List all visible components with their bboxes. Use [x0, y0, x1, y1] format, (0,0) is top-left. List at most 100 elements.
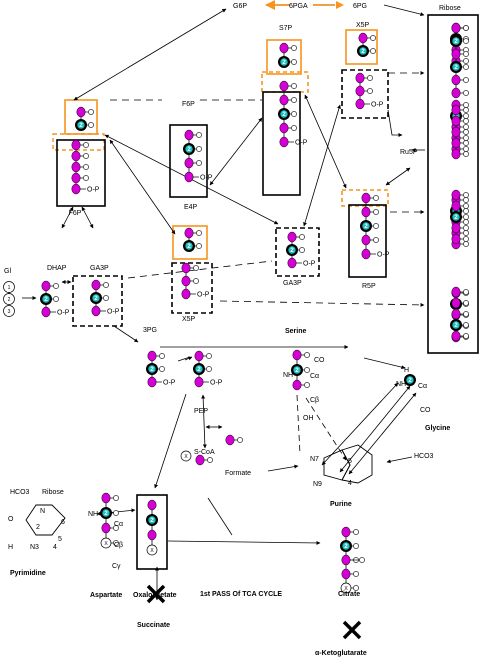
- label-pyrimidine: Pyrimidine: [10, 570, 46, 577]
- atom-number: 1: [8, 285, 11, 291]
- label-o: O: [8, 516, 14, 523]
- phosphate-label: O-P: [210, 379, 223, 386]
- x5p-top-box: [341, 69, 389, 119]
- r5p-cleave-highlight: [341, 189, 389, 207]
- hydroxyl-atom: [53, 283, 59, 289]
- label-n: N: [40, 508, 45, 515]
- carbon-atom-core: [452, 63, 460, 71]
- label-ribose_pyr: Ribose: [42, 489, 64, 496]
- hydroxyl-atom: [463, 38, 469, 44]
- hydroxyl-atom: [463, 113, 469, 119]
- arrow-purine-glycine-3: [348, 392, 417, 475]
- label-e4p: E4P: [184, 204, 198, 211]
- hydroxyl-atom: [113, 495, 119, 501]
- arrow-oaa-citrate: [167, 540, 321, 545]
- hydroxyl-atom: [196, 160, 202, 166]
- carbon-atom: [279, 122, 289, 134]
- hydroxyl-atom: [304, 382, 310, 388]
- carbon-atom-core: [280, 110, 288, 118]
- label-oh: OH: [303, 415, 314, 422]
- hydroxyl-atom: [193, 278, 199, 284]
- hydroxyl-atom: [353, 543, 359, 549]
- atom-x: X: [344, 586, 348, 592]
- carbon-atom: [355, 85, 365, 97]
- carbon-atom: [361, 234, 371, 246]
- arrow-x5p-ru5p: [387, 109, 403, 137]
- carbon-atom: [361, 192, 371, 204]
- label-num5: 5: [348, 458, 352, 465]
- hydroxyl-atom: [207, 457, 213, 463]
- atom-x: X: [104, 541, 108, 547]
- arrow-formate: [267, 464, 299, 472]
- carbon-number: 2: [187, 244, 191, 250]
- carbon-number: 2: [454, 323, 458, 329]
- label-pg3: 3PG: [143, 327, 157, 334]
- hydroxyl-atom: [367, 88, 373, 94]
- label-pep: PEP: [194, 408, 208, 415]
- carbon-atom: [451, 222, 461, 234]
- hydroxyl-atom: [193, 265, 199, 271]
- carbon-atom: [279, 94, 289, 106]
- hydroxyl-atom: [196, 146, 202, 152]
- label-num5: 5: [58, 536, 62, 543]
- carbon-atom: [451, 74, 461, 86]
- label-ru5p: Ru5P: [400, 149, 418, 156]
- label-ga3p_right: GA3P: [283, 280, 302, 287]
- hydroxyl-atom: [196, 132, 202, 138]
- hydroxyl-atom: [463, 135, 469, 141]
- hydroxyl-atom: [196, 230, 202, 236]
- hydroxyl-atom: [463, 51, 469, 57]
- x-atom: [340, 582, 352, 594]
- open-atom: [3, 305, 15, 317]
- label-glycine: Glycine: [425, 425, 450, 432]
- hydroxyl-atom: [103, 295, 109, 301]
- hydroxyl-atom: [373, 209, 379, 215]
- label-tca: 1st PASS Of TCA CYCLE: [200, 591, 282, 598]
- hydroxyl-atom: [373, 223, 379, 229]
- hydroxyl-atom: [103, 282, 109, 288]
- arrow-x5p-ga3p: [303, 104, 341, 227]
- carbon-atom: [341, 568, 351, 580]
- x-atom: [100, 537, 112, 549]
- carbon-atom: [91, 305, 101, 317]
- carbon-atom: [194, 376, 204, 388]
- s7p-top-highlight: [266, 39, 302, 75]
- hydroxyl-atom: [463, 151, 469, 157]
- carbon-number: 2: [295, 368, 299, 374]
- dash-serine-purine: [296, 394, 301, 455]
- carbon-number: 2: [290, 248, 294, 254]
- carbon-atom: [451, 22, 461, 34]
- hydroxyl-atom: [88, 122, 94, 128]
- hydroxyl-atom: [463, 208, 469, 214]
- arrow-e4p-s7p: [209, 117, 263, 186]
- carbon-number: 2: [197, 367, 201, 373]
- carbon-atom: [101, 492, 111, 504]
- hydroxyl-atom: [463, 146, 469, 152]
- hydroxyl-atom: [463, 300, 469, 306]
- carbon-atom: [91, 279, 101, 291]
- label-pg: 6PG: [353, 3, 367, 10]
- label-co: CO: [314, 357, 325, 364]
- carbon-atom-core: [288, 246, 296, 254]
- label-s7p: S7P: [279, 25, 293, 32]
- hydroxyl-atom: [463, 322, 469, 328]
- phosphate-label: O-P: [163, 379, 176, 386]
- hydroxyl-atom: [291, 59, 297, 65]
- label-cb: Cβ: [114, 542, 123, 549]
- arrow-f6p-ga3p: [81, 206, 94, 229]
- carbon-atom: [147, 529, 157, 541]
- hydroxyl-atom: [291, 125, 297, 131]
- label-scoa: S-CoA: [194, 449, 215, 456]
- carbon-number: 2: [361, 49, 365, 55]
- label-gl: Gl: [4, 268, 11, 275]
- carbon-atom: [71, 139, 81, 151]
- carbon-atom: [184, 129, 194, 141]
- carbon-atom: [451, 189, 461, 201]
- carbon-atom: [41, 306, 51, 318]
- hydroxyl-atom: [463, 333, 469, 339]
- hydroxyl-atom: [463, 289, 469, 295]
- ga3p-box: [72, 275, 123, 327]
- carbon-atom-core: [359, 47, 367, 55]
- hydroxyl-atom: [237, 437, 243, 443]
